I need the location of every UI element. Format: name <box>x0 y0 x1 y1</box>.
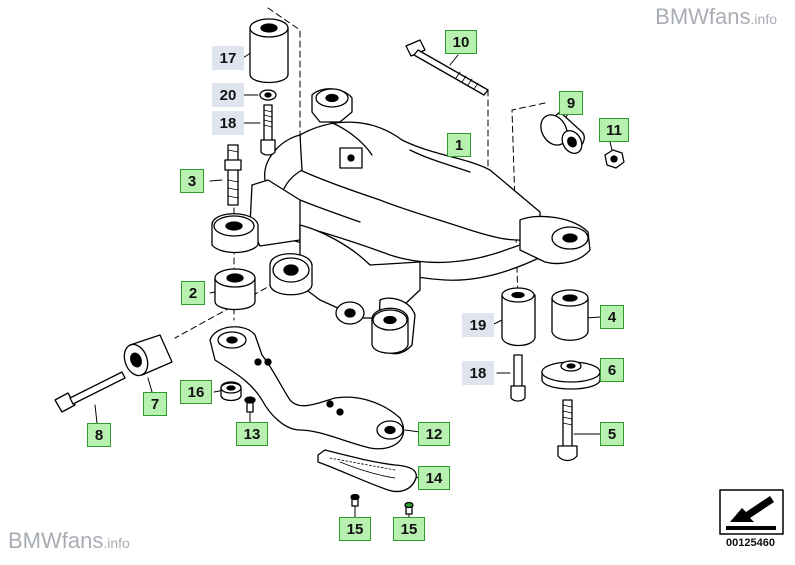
part-label-6[interactable]: 6 <box>600 358 624 382</box>
nut-11 <box>604 149 625 169</box>
bolt-18-top <box>260 104 276 156</box>
part-label-15b[interactable]: 15 <box>393 517 425 541</box>
bushing-2 <box>214 268 256 311</box>
part-label-4[interactable]: 4 <box>600 305 624 329</box>
part-label-16[interactable]: 16 <box>180 380 212 404</box>
bolt-8 <box>54 371 126 413</box>
part-label-14[interactable]: 14 <box>418 466 450 490</box>
bolt-18-bottom <box>510 354 526 402</box>
part-label-5[interactable]: 5 <box>600 422 624 446</box>
part-label-8[interactable]: 8 <box>87 423 111 447</box>
bushing-7 <box>123 334 173 377</box>
screw-13 <box>244 396 256 413</box>
watermark-bottom: BMWfans.info <box>8 528 130 553</box>
nut-16 <box>220 381 242 402</box>
mount-lower-left <box>335 301 365 325</box>
stop-plate-6 <box>541 360 601 390</box>
part-label-3[interactable]: 3 <box>180 169 204 193</box>
bolt-10 <box>405 39 489 96</box>
part-label-18a[interactable]: 18 <box>212 111 244 135</box>
bushing-17 <box>249 18 289 84</box>
support-arm-12 <box>209 326 405 450</box>
part-label-9[interactable]: 9 <box>559 91 583 115</box>
part-label-11[interactable]: 11 <box>599 118 629 142</box>
part-label-10[interactable]: 10 <box>445 30 477 54</box>
bushing-center <box>269 253 313 296</box>
stud-3 <box>224 144 242 206</box>
part-label-13[interactable]: 13 <box>236 422 268 446</box>
mount-lower-right <box>371 307 409 354</box>
part-label-7[interactable]: 7 <box>143 392 167 416</box>
screw-15-right <box>404 501 414 515</box>
part-label-1[interactable]: 1 <box>447 133 471 157</box>
part-label-12[interactable]: 12 <box>418 422 450 446</box>
part-label-19[interactable]: 19 <box>462 313 494 337</box>
part-label-2[interactable]: 2 <box>181 281 205 305</box>
part-label-18b[interactable]: 18 <box>462 361 494 385</box>
diagram-reference-icon <box>719 489 784 535</box>
part-label-20[interactable]: 20 <box>212 83 244 107</box>
subframe <box>249 88 591 355</box>
part-label-17[interactable]: 17 <box>212 46 244 70</box>
part-label-15a[interactable]: 15 <box>339 517 371 541</box>
screw-15-left <box>350 493 360 507</box>
mount-4 <box>551 289 589 341</box>
washer-20 <box>259 89 277 101</box>
bushing-19 <box>501 287 536 347</box>
bolt-5 <box>557 399 578 462</box>
mount-left-upper <box>211 213 259 254</box>
diagram-id: 00125460 <box>726 537 775 549</box>
cover-plate-14 <box>317 449 417 493</box>
mount-right-end <box>551 226 589 250</box>
watermark-top: BMWfans.info <box>655 4 777 29</box>
bushing-9 <box>540 111 585 154</box>
